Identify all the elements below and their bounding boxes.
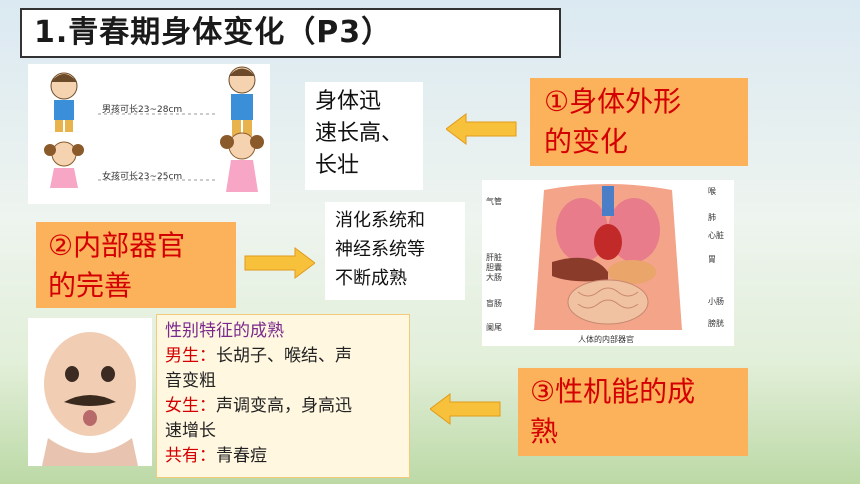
- organ-label-left: 胆囊: [486, 263, 502, 272]
- male-key: 男生：: [165, 346, 216, 366]
- organ-label-right: 胃: [708, 255, 716, 264]
- system-line: 神经系统等: [335, 239, 425, 260]
- growth-illustration: 男孩可长23~28cm 女孩可长23~25cm: [28, 64, 270, 204]
- organ-label-left: 大肠: [486, 273, 502, 282]
- organ-label-right: 膀胱: [708, 319, 724, 328]
- body-change-line: 长壮: [315, 153, 360, 178]
- female-key: 女生：: [165, 396, 216, 416]
- gender-traits-box: 性别特征的成熟 男生：长胡子、喉结、声 音变粗 女生：声调变高，身高迅 速增长 …: [156, 314, 410, 478]
- label-outer-shape-change: ①身体外形 的变化: [530, 78, 748, 166]
- common-traits: 共有：青春痘: [165, 444, 401, 469]
- organ-caption: 人体的内部器官: [578, 335, 634, 344]
- arrow-left-icon: [430, 393, 501, 425]
- system-line: 不断成熟: [335, 268, 407, 289]
- body-change-box: 身体迅 速长高、 长壮: [305, 82, 423, 190]
- common-key: 共有：: [165, 446, 216, 466]
- page-title: 1.青春期身体变化（P3）: [20, 8, 561, 58]
- organ-label-left: 盲肠: [486, 299, 502, 308]
- organ-label-left: 肝脏: [486, 253, 502, 262]
- male-val: 长胡子、喉结、声: [216, 346, 352, 366]
- boy-growth-label: 男孩可长23~28cm: [102, 105, 183, 115]
- girl-growth-label: 女孩可长23~25cm: [102, 172, 183, 182]
- label-line: 熟: [530, 415, 559, 448]
- label-sexual-function: ③性机能的成 熟: [518, 368, 748, 456]
- label-line: ②内部器官: [48, 229, 186, 262]
- organ-label-right: 喉: [708, 187, 716, 196]
- label-line: 的完善: [48, 269, 133, 302]
- organ-label-right: 小肠: [708, 297, 724, 306]
- organ-label-right: 心脏: [708, 231, 724, 240]
- body-change-line: 速长高、: [315, 121, 404, 146]
- traits-heading: 性别特征的成熟: [165, 321, 284, 341]
- baby-mustache-icon: [42, 332, 138, 466]
- female-val: 声调变高，身高迅: [216, 396, 352, 416]
- system-maturity-box: 消化系统和 神经系统等 不断成熟: [325, 202, 465, 300]
- arrow-right-icon: [244, 247, 315, 279]
- system-line: 消化系统和: [335, 210, 425, 231]
- label-line: ③性机能的成: [530, 375, 696, 408]
- label-line: 的变化: [544, 125, 629, 158]
- human-organs-icon: [534, 184, 682, 330]
- label-organ-improvement: ②内部器官 的完善: [36, 222, 236, 308]
- arrow-left-icon: [446, 113, 517, 145]
- children-growth-icon: [44, 66, 264, 192]
- organ-label-left: 气管: [486, 197, 502, 206]
- common-val: 青春痘: [216, 446, 267, 466]
- male-traits: 男生：长胡子、喉结、声: [165, 344, 401, 369]
- female-traits: 女生：声调变高，身高迅: [165, 394, 401, 419]
- organ-label-right: 肺: [708, 213, 716, 222]
- label-line: ①身体外形: [544, 85, 682, 118]
- baby-photo: [28, 318, 152, 466]
- organ-label-left: 阑尾: [486, 323, 502, 332]
- male-val-2: 音变粗: [165, 371, 216, 391]
- female-val-2: 速增长: [165, 421, 216, 441]
- body-change-line: 身体迅: [315, 89, 382, 114]
- organ-diagram: 气管 肝脏 胆囊 大肠 盲肠 阑尾 喉 肺 心脏 胃 小肠 膀胱 人体的内部器官: [482, 180, 734, 346]
